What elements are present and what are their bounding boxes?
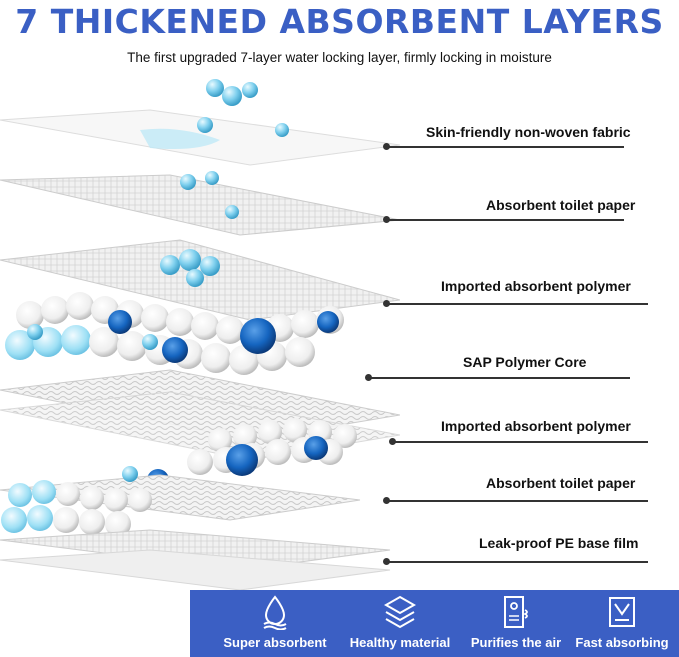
leader-line-2 — [386, 219, 624, 221]
leader-dot-1 — [383, 143, 390, 150]
page-subtitle: The first upgraded 7-layer water locking… — [127, 50, 552, 65]
feature-super-absorbent: Super absorbent — [208, 590, 342, 657]
leader-dot-6 — [383, 497, 390, 504]
diaper-icon — [609, 597, 635, 627]
leader-line-7 — [386, 561, 648, 563]
leader-dot-4 — [365, 374, 372, 381]
layers-illustration — [0, 79, 400, 590]
layer-label-1: Skin-friendly non-woven fabric — [426, 124, 631, 140]
layer-label-5: Imported absorbent polymer — [441, 418, 631, 434]
feature-fast-absorbing: Fast absorbing — [568, 590, 676, 657]
layer-label-2: Absorbent toilet paper — [486, 197, 636, 213]
feature-purifies-air: Purifies the air — [460, 590, 572, 657]
layer-label-3: Imported absorbent polymer — [441, 278, 631, 294]
layers-icon — [383, 595, 417, 629]
leader-dot-2 — [383, 216, 390, 223]
feature-label-healthy-material: Healthy material — [349, 635, 451, 650]
feature-label-fast-absorbing: Fast absorbing — [575, 635, 669, 650]
air-purifier-icon — [504, 596, 528, 628]
layer-label-7: Leak-proof PE base film — [479, 535, 639, 551]
leader-line-6 — [386, 500, 648, 502]
leader-dot-3 — [383, 300, 390, 307]
leader-dot-5 — [389, 438, 396, 445]
page-title: 7 THICKENED ABSORBENT LAYERS — [15, 2, 664, 41]
layer-label-6: Absorbent toilet paper — [486, 475, 636, 491]
feature-bar: Super absorbent Healthy material Purifie… — [190, 590, 679, 657]
layer-label-4: SAP Polymer Core — [463, 354, 587, 370]
leader-line-1 — [386, 146, 624, 148]
feature-label-purifies-air: Purifies the air — [470, 635, 562, 650]
leader-dot-7 — [383, 558, 390, 565]
water-drop-icon — [263, 595, 287, 630]
feature-label-super-absorbent: Super absorbent — [223, 635, 327, 650]
leader-line-3 — [386, 303, 648, 305]
leader-line-4 — [368, 377, 630, 379]
feature-healthy-material: Healthy material — [338, 590, 462, 657]
leader-line-5 — [392, 441, 648, 443]
